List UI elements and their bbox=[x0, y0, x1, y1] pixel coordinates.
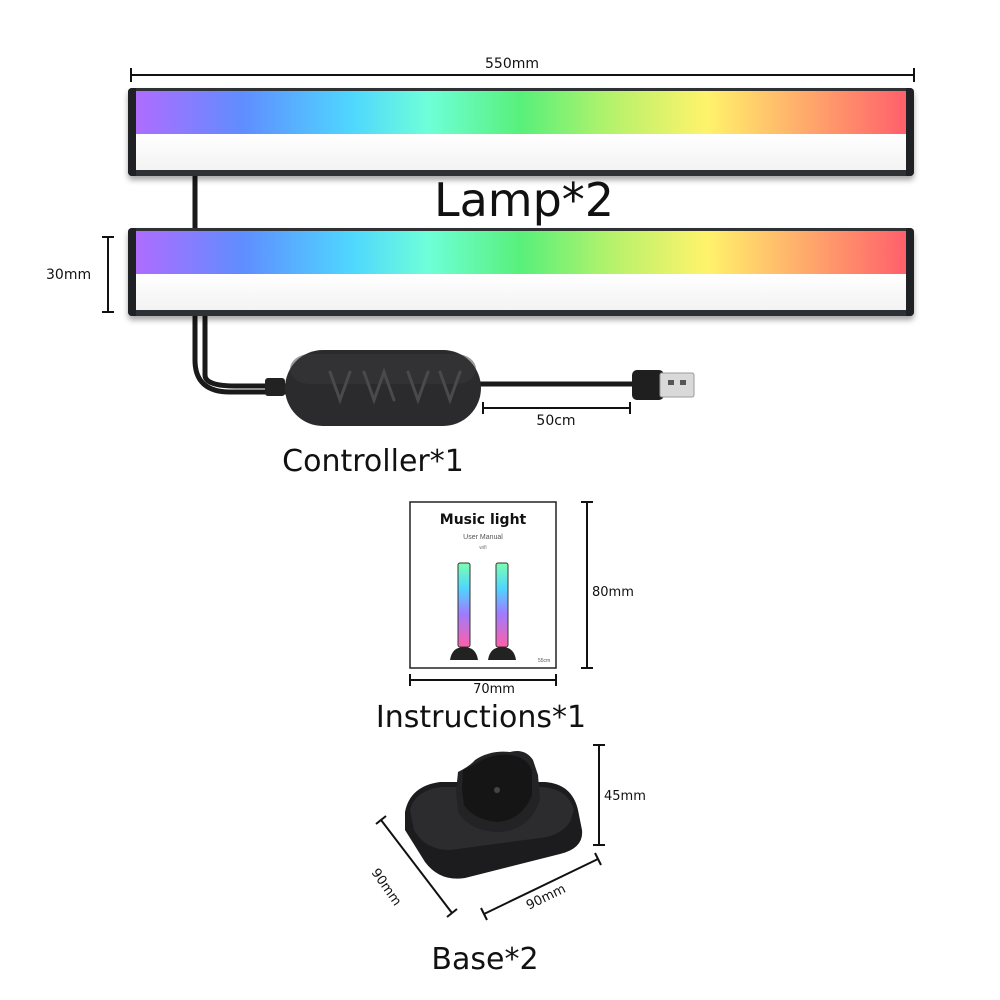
manual-corner-note: 55cm bbox=[538, 658, 551, 664]
cable-length-label: 50cm bbox=[536, 413, 576, 429]
dim-line-manual-height bbox=[581, 501, 593, 669]
lamp-bar-top bbox=[128, 88, 914, 176]
instructions-label: Instructions*1 bbox=[375, 700, 587, 735]
base-label: Base*2 bbox=[431, 942, 539, 977]
cables bbox=[192, 169, 643, 395]
dim-line-base-height bbox=[593, 744, 605, 846]
dim-line-lamp-length bbox=[130, 68, 915, 82]
controller-button-icons bbox=[328, 367, 462, 405]
cable-connector bbox=[265, 378, 285, 396]
controller bbox=[285, 350, 481, 426]
lamp-label: Lamp*2 bbox=[433, 173, 615, 227]
manual-title: Music light bbox=[439, 512, 527, 528]
manual-illustration bbox=[450, 562, 516, 660]
controller-label: Controller*1 bbox=[282, 444, 464, 479]
base bbox=[405, 751, 583, 879]
manual-page bbox=[409, 501, 557, 669]
dim-line-manual-width bbox=[409, 674, 557, 686]
dim-line-base-width bbox=[480, 852, 602, 921]
lamp-bar-bottom bbox=[128, 228, 914, 316]
dim-line-base-depth bbox=[375, 815, 458, 918]
dim-line-cable bbox=[482, 402, 631, 414]
manual-height-label: 80mm bbox=[592, 585, 634, 600]
lamp-length-label: 550mm bbox=[485, 56, 539, 72]
manual-width-label: 70mm bbox=[473, 682, 515, 697]
manual-tag: wifi bbox=[479, 545, 487, 551]
lamp-height-label: 30mm bbox=[46, 267, 92, 283]
manual-subtitle: User Manual bbox=[463, 534, 503, 541]
base-height-label: 45mm bbox=[604, 789, 646, 804]
usb-plug bbox=[632, 370, 695, 400]
dim-line-lamp-height bbox=[102, 236, 114, 313]
